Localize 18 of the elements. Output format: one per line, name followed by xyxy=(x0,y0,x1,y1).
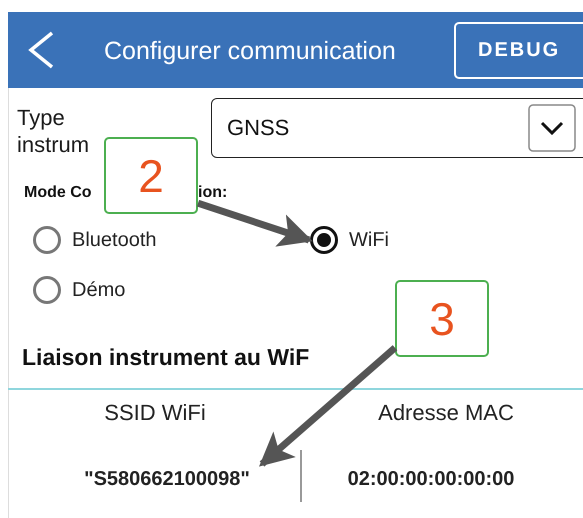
table-cell-text: 02:00:00:00:00:00 xyxy=(346,467,516,492)
callout-number: 3 xyxy=(395,280,489,357)
section-label: Mode Co xyxy=(24,184,92,202)
arrow xyxy=(196,200,313,247)
page-title: Configurer communication xyxy=(104,36,396,66)
section-heading: Liaison instrument au WiF xyxy=(22,344,310,371)
table-cell: "S580662100098" xyxy=(72,464,262,494)
column-header: SSID WiFi xyxy=(103,400,207,426)
section-label: ion: xyxy=(198,184,228,202)
column-header: Adresse MAC xyxy=(377,400,515,426)
radio-option: Bluetooth xyxy=(32,224,157,256)
radio-option: WiFi xyxy=(309,224,389,256)
debug-button: DEBUG xyxy=(454,22,583,79)
radio-option: Démo xyxy=(32,274,126,306)
field-label: Type instrum xyxy=(17,104,90,158)
arrow xyxy=(259,345,398,467)
callout-number: 2 xyxy=(104,137,198,214)
dropdown-field: GNSS xyxy=(211,98,583,158)
